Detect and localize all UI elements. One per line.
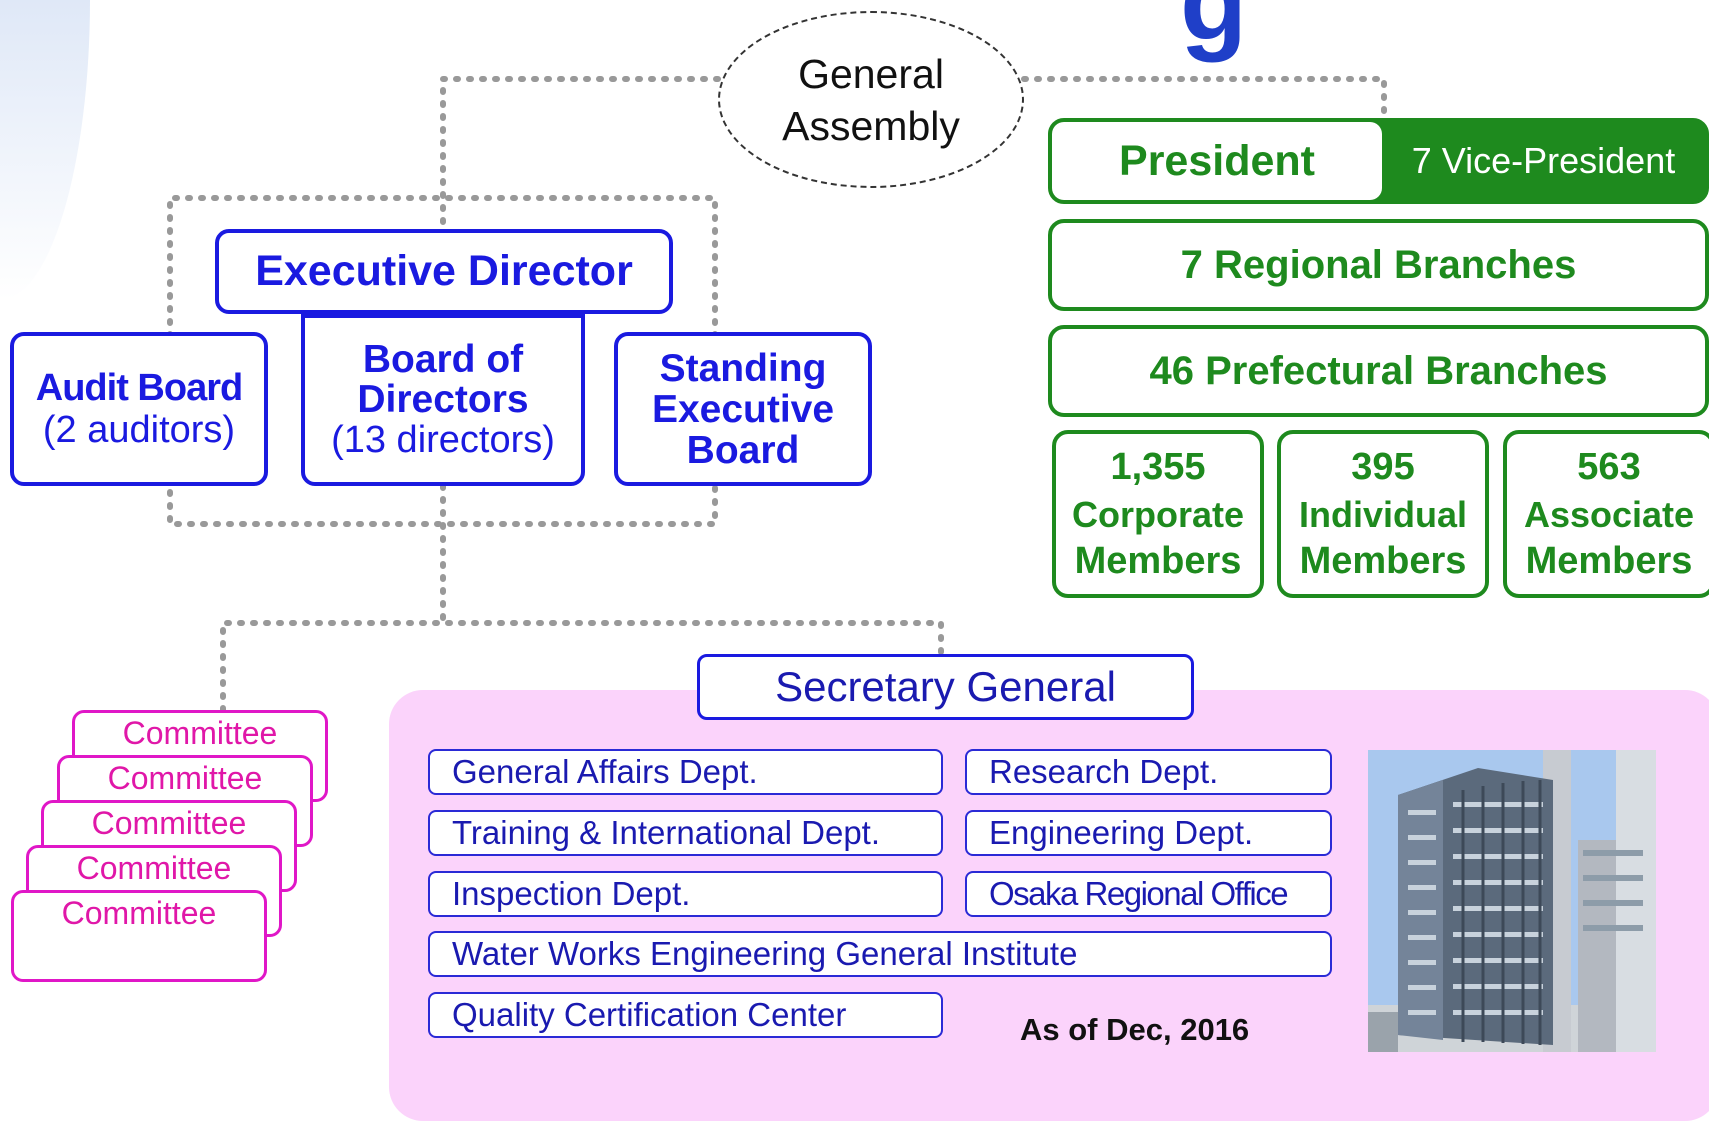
board-of-directors-box: Board of Directors (13 directors) <box>301 314 585 486</box>
members-box-individual: 395 Individual Members <box>1277 430 1489 598</box>
dept-research: Research Dept. <box>965 749 1332 795</box>
audit-board-title: Audit Board <box>35 367 243 409</box>
members-type: Corporate <box>1071 493 1245 535</box>
standing-board-line1: Standing <box>659 346 827 390</box>
dept-engineering: Engineering Dept. <box>965 810 1332 856</box>
connector-secretary <box>220 620 944 713</box>
as-of-date: As of Dec, 2016 <box>1020 1012 1250 1047</box>
secretary-general-box: Secretary General <box>697 654 1194 720</box>
general-assembly-node: General Assembly <box>718 11 1024 188</box>
connector-upper-bracket <box>167 195 718 391</box>
prefectural-branches-label: 46 Prefectural Branches <box>1149 348 1608 393</box>
vice-president-label: 7 Vice-President <box>1411 140 1676 181</box>
executive-director-label: Executive Director <box>255 247 633 295</box>
members-count: 395 <box>1351 445 1415 488</box>
standing-executive-board-box: Standing Executive Board <box>614 332 872 486</box>
board-of-directors-line2: Directors <box>357 378 529 421</box>
building-photo-illustration <box>1368 750 1656 1052</box>
prefectural-branches-box: 46 Prefectural Branches <box>1048 325 1709 417</box>
standing-board-line3: Board <box>686 428 800 472</box>
standing-board-line2: Executive <box>651 387 835 431</box>
board-of-directors-detail: (13 directors) <box>331 419 555 461</box>
building-photo <box>1368 750 1656 1052</box>
general-assembly-line2: Assembly <box>782 102 960 149</box>
members-label: Members <box>1525 539 1693 582</box>
title-fragment: g <box>1180 0 1248 63</box>
president-label: President <box>1119 136 1315 185</box>
dept-quality-certification: Quality Certification Center <box>428 992 943 1038</box>
president-bar: President 7 Vice-President <box>1048 118 1709 204</box>
dept-general-affairs: General Affairs Dept. <box>428 749 943 795</box>
members-count: 1,355 <box>1110 445 1206 488</box>
audit-board-box: Audit Board (2 auditors) <box>10 332 268 486</box>
members-type: Individual <box>1298 493 1467 535</box>
dept-training-international: Training & International Dept. <box>428 810 943 856</box>
dept-inspection: Inspection Dept. <box>428 871 943 917</box>
members-count: 563 <box>1577 445 1641 488</box>
general-assembly-line1: General <box>798 50 944 97</box>
members-label: Members <box>1299 539 1467 582</box>
members-box-associate: 563 Associate Members <box>1503 430 1709 598</box>
members-box-corporate: 1,355 Corporate Members <box>1052 430 1264 598</box>
regional-branches-box: 7 Regional Branches <box>1048 219 1709 311</box>
members-type: Associate <box>1523 493 1695 535</box>
regional-branches-label: 7 Regional Branches <box>1180 242 1577 287</box>
dept-osaka-regional-office: Osaka Regional Office <box>965 871 1332 917</box>
members-label: Members <box>1074 539 1242 582</box>
dept-water-works-institute: Water Works Engineering General Institut… <box>428 931 1332 977</box>
board-of-directors-line1: Board of <box>362 338 524 381</box>
connector-assembly-left <box>440 76 721 238</box>
audit-board-detail: (2 auditors) <box>42 409 236 451</box>
committee-card: Committee <box>11 890 267 982</box>
secretary-general-label: Secretary General <box>775 663 1116 710</box>
president-box: President <box>1052 122 1382 200</box>
connector-assembly-right <box>1021 76 1387 121</box>
executive-director-box: Executive Director <box>215 229 673 314</box>
